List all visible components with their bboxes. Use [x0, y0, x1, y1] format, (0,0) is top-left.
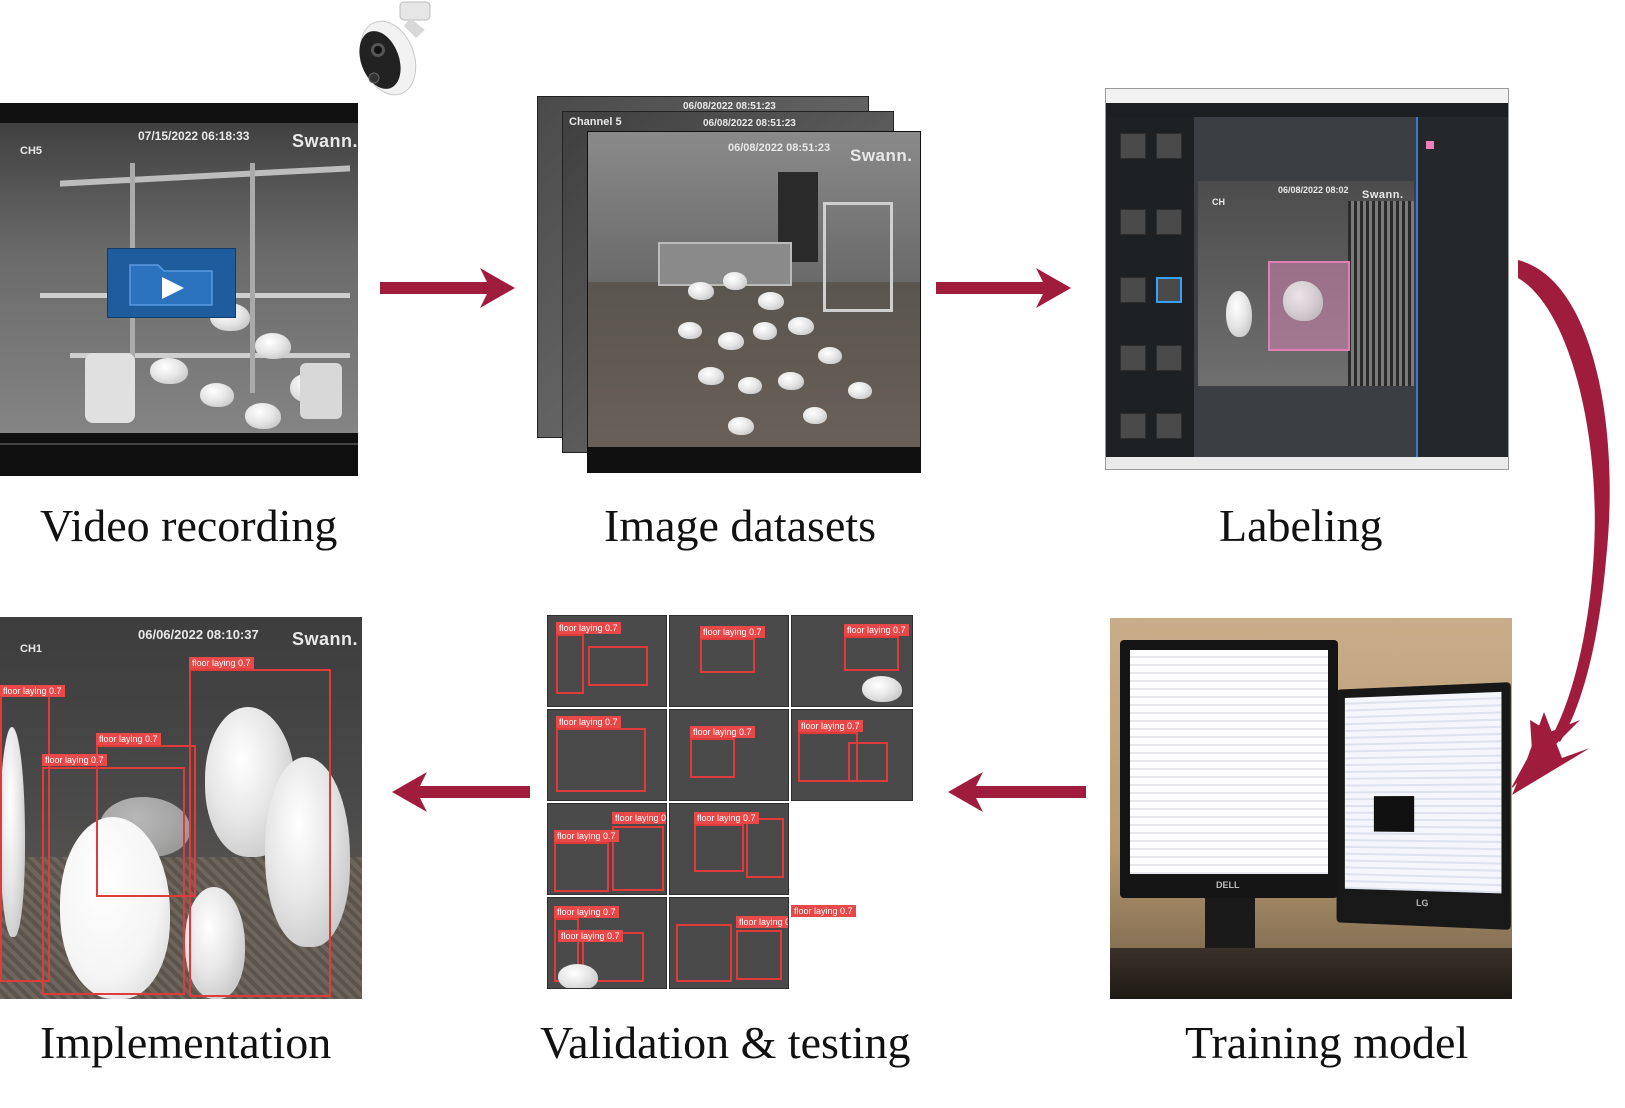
labeling-channel: CH — [1212, 197, 1225, 207]
labeling-timestamp: 06/08/2022 08:02 — [1278, 185, 1349, 195]
caption-training-model: Training model — [1185, 1017, 1469, 1068]
val-label-6: floor laying 0.7 — [798, 720, 863, 732]
val-label-8: floor laying 0.7 — [612, 812, 666, 824]
caption-implementation: Implementation — [40, 1017, 332, 1068]
caption-image-datasets: Image datasets — [604, 500, 877, 551]
val-label-9: floor laying 0.7 — [694, 812, 759, 824]
dataset-brand: Swann. — [850, 146, 913, 165]
image-datasets-stack: 06/08/2022 08:51:23 Channel 5 06/08/2022… — [537, 96, 922, 473]
left-monitor-brand: DELL — [1216, 880, 1240, 890]
arrow-right-2 — [936, 268, 1071, 308]
caption-validation-testing: Validation & testing — [540, 1017, 911, 1068]
impl-label-1: floor laying 0.7 — [0, 685, 65, 697]
curved-arrow-down — [1510, 260, 1610, 795]
impl-bbox-2 — [42, 767, 185, 995]
left-monitor: DELL — [1120, 640, 1338, 898]
arrow-right-1 — [380, 268, 515, 308]
front-frame-timestamp: 06/08/2022 08:51:23 — [728, 142, 831, 154]
caption-labeling: Labeling — [1219, 500, 1383, 551]
val-label-5: floor laying 0.7 — [690, 726, 755, 738]
labeling-brand: Swann. — [1362, 189, 1404, 201]
video-play-tile — [107, 248, 236, 318]
folder-play-icon — [129, 264, 213, 306]
training-model-photo: DELL LG — [1110, 618, 1512, 999]
validation-grid: floor laying 0.7 floor laying 0.7 floor … — [547, 615, 919, 999]
back-frame-timestamp: 06/08/2022 08:51:23 — [683, 101, 776, 112]
labeling-canvas-image: 06/08/2022 08:02 CH Swann. — [1198, 181, 1414, 386]
val-label-11: floor laying 0.7 — [558, 930, 623, 942]
caption-video-recording: Video recording — [40, 500, 338, 551]
val-label-10: floor laying 0.7 — [554, 906, 619, 918]
right-monitor: LG — [1336, 682, 1511, 930]
labeling-right-panel — [1416, 117, 1508, 457]
labeling-tool-screenshot: 06/08/2022 08:02 CH Swann. — [1105, 88, 1509, 470]
video-recording-image: 07/15/2022 06:18:33 CH5 Swann. — [0, 103, 358, 476]
impl-brand: Swann. — [292, 629, 359, 649]
arrow-left-2 — [948, 772, 1086, 812]
arrow-left-1 — [392, 772, 530, 812]
right-monitor-brand: LG — [1416, 897, 1429, 909]
impl-bbox-4 — [189, 669, 331, 997]
val-label-7: floor laying 0.7 — [554, 830, 619, 842]
impl-label-3: floor laying 0.7 — [96, 733, 161, 745]
val-label-12: floor laying 0.7 — [736, 916, 788, 928]
impl-label-2: floor laying 0.7 — [42, 754, 107, 766]
val-label-1: floor laying 0.7 — [556, 622, 621, 634]
val-label-3: floor laying 0.7 — [844, 624, 909, 636]
dataset-frame-front: 06/08/2022 08:51:23 Swann. — [587, 131, 921, 473]
middle-frame-timestamp: 06/08/2022 08:51:23 — [703, 118, 796, 129]
impl-bbox-3 — [96, 745, 196, 897]
implementation-image: floor laying 0.7 floor laying 0.7 floor … — [0, 617, 362, 999]
security-camera-icon — [350, 0, 442, 104]
video-channel: CH5 — [20, 145, 43, 157]
dataset-channel: Channel 5 — [569, 116, 622, 128]
thumbnail-sidebar — [1106, 117, 1194, 457]
impl-label-4: floor laying 0.7 — [189, 657, 254, 669]
val-label-4: floor laying 0.7 — [556, 716, 621, 728]
impl-timestamp: 06/06/2022 08:10:37 — [138, 627, 259, 642]
video-timestamp: 07/15/2022 06:18:33 — [138, 129, 250, 143]
val-label-13: floor laying 0.7 — [791, 905, 856, 917]
video-brand: Swann. — [292, 131, 358, 151]
impl-channel: CH1 — [20, 643, 43, 655]
val-label-2: floor laying 0.7 — [700, 626, 765, 638]
